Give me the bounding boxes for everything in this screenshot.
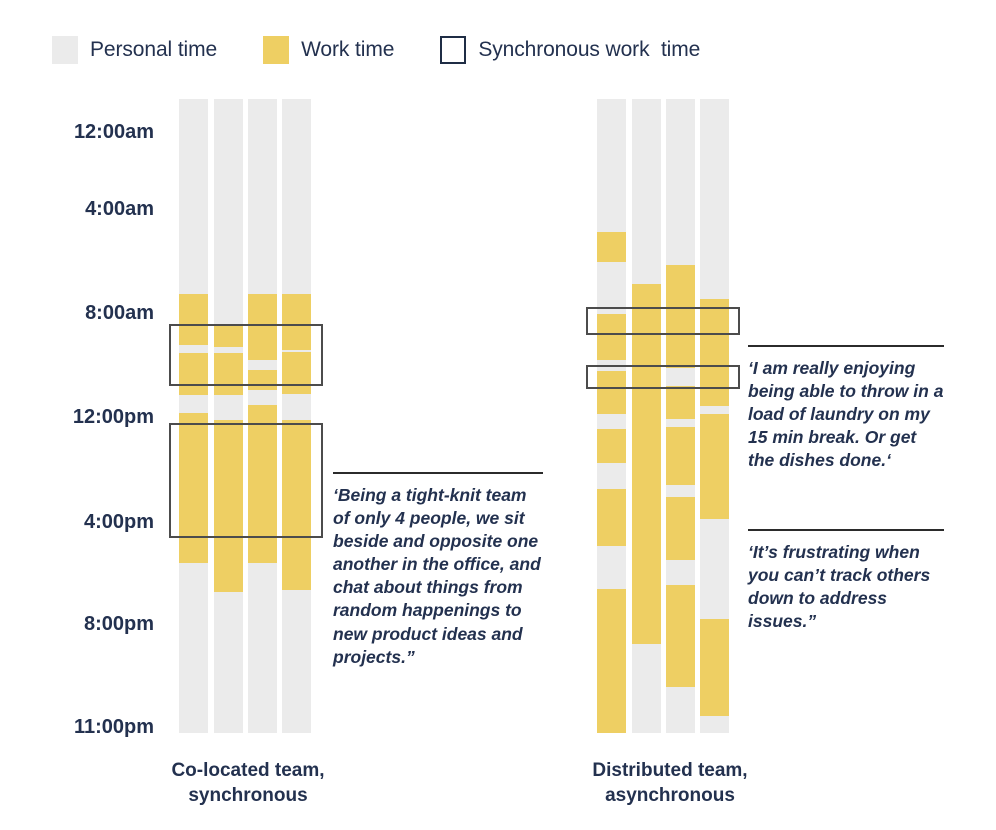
quote-rule (333, 472, 543, 474)
synchronous-window-box-1 (586, 307, 740, 335)
square-outline-icon (440, 36, 467, 64)
quote-rule (748, 345, 944, 347)
work-block (179, 294, 208, 345)
quote-text: ‘I am really enjoying being able to thro… (748, 358, 944, 471)
person-column-1 (597, 99, 626, 733)
quote-text: ‘It’s frustrating when you can’t track o… (748, 542, 931, 632)
work-block (666, 585, 695, 687)
work-block (666, 427, 695, 485)
work-block (597, 429, 626, 463)
work-block (666, 265, 695, 368)
legend-item-personal-time: Personal time (52, 36, 217, 64)
person-column-2 (632, 99, 661, 733)
axis-tick-6: 11:00pm (73, 716, 154, 738)
axis-tick-0: 12:00am (73, 121, 154, 143)
work-block (597, 232, 626, 262)
person-column-3 (248, 99, 277, 733)
work-block (597, 371, 626, 414)
y-axis: 12:00am 4:00am 8:00am 12:00pm 4:00pm 8:0… (0, 0, 170, 830)
quote-callout-2: ‘I am really enjoying being able to thro… (748, 345, 944, 472)
work-block (666, 386, 695, 419)
work-block (179, 353, 208, 395)
axis-tick-1: 4:00am (85, 198, 154, 220)
legend-label-work-time: Work time (301, 38, 395, 61)
panel-caption-co-located: Co-located team, synchronous (171, 760, 325, 807)
work-block (248, 294, 277, 360)
quote-callout-3: ‘It’s frustrating when you can’t track o… (748, 529, 944, 633)
work-block (597, 589, 626, 733)
person-column-2 (214, 99, 243, 733)
work-block (632, 284, 661, 644)
work-block (597, 489, 626, 546)
axis-tick-5: 8:00pm (83, 613, 154, 635)
quote-rule (748, 529, 944, 531)
panel-caption-distributed: Distributed team, asynchronous (592, 760, 748, 807)
work-block (179, 413, 208, 563)
work-block (214, 420, 243, 592)
synchronous-window-box-2 (586, 365, 740, 389)
synchronous-window-box-1 (169, 324, 323, 386)
work-block (700, 414, 729, 519)
legend-item-synchronous-work-time: Synchronous work time (440, 36, 700, 64)
person-column-4 (282, 99, 311, 733)
work-block (597, 314, 626, 360)
person-column-4 (700, 99, 729, 733)
axis-tick-2: 8:00am (85, 302, 154, 324)
work-block (282, 420, 311, 590)
work-block (700, 619, 729, 716)
quote-text: ‘Being a tight-knit team of only 4 peopl… (333, 485, 541, 667)
legend-label-personal-time: Personal time (90, 38, 218, 61)
square-filled-icon (263, 36, 290, 64)
square-filled-icon (52, 36, 78, 64)
work-block (282, 352, 311, 394)
work-block (214, 325, 243, 347)
work-block (214, 353, 243, 395)
quote-callout-1: ‘Being a tight-knit team of only 4 peopl… (333, 472, 543, 669)
axis-tick-4: 4:00pm (83, 511, 154, 533)
work-block (666, 497, 695, 560)
person-column-1 (179, 99, 208, 733)
legend-item-work-time: Work time (263, 36, 394, 64)
synchronous-window-box-2 (169, 423, 323, 538)
work-block (282, 294, 311, 350)
chart-legend: Personal time Work time Synchronous work… (52, 36, 746, 64)
person-column-3 (666, 99, 695, 733)
axis-tick-3: 12:00pm (72, 406, 154, 428)
legend-label-synchronous-work-time: Synchronous work time (478, 38, 701, 61)
